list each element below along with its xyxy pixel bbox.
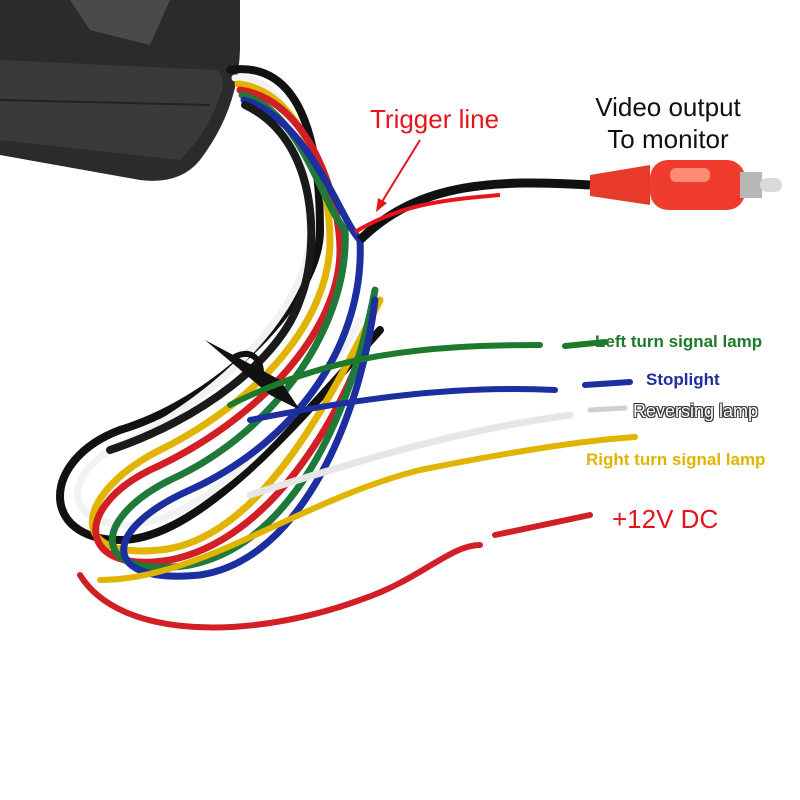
rca-plug-icon	[590, 160, 782, 210]
video-output-line1: Video output	[595, 92, 741, 122]
trigger-line-label: Trigger line	[370, 104, 500, 134]
cable-tie	[205, 340, 300, 410]
video-cable	[353, 178, 591, 244]
trigger-arrow	[376, 139, 421, 212]
reversing-lamp-label: Reversing lamp	[633, 401, 759, 421]
video-output-line2: To monitor	[607, 124, 729, 154]
video-output-label: Video output To monitor	[583, 94, 753, 158]
left-turn-signal-label: Left turn signal lamp	[595, 332, 763, 351]
plus-12v-dc-label: +12V DC	[612, 504, 719, 534]
right-turn-signal-label: Right turn signal lamp	[586, 450, 766, 469]
stoplight-label: Stoplight	[646, 370, 720, 389]
control-box-icon	[0, 0, 240, 181]
signal-wires	[77, 339, 638, 631]
